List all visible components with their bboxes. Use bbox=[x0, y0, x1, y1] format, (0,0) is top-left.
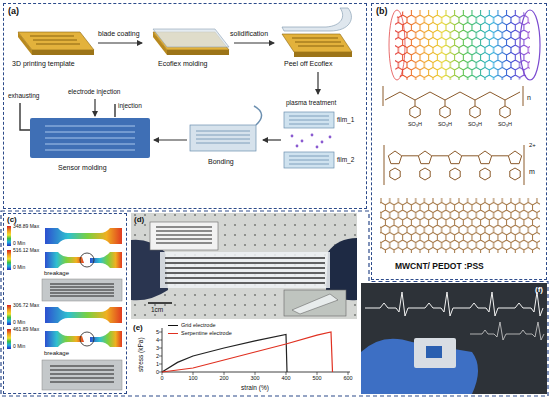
scale-value: 0 Min bbox=[13, 241, 25, 247]
panel-box: (e) bbox=[131, 322, 357, 394]
legend-text: Grid electrode bbox=[181, 322, 216, 328]
film-label: film_1 bbox=[337, 116, 354, 123]
panel-box: (b) bbox=[371, 3, 547, 280]
panel-letter: (b) bbox=[376, 6, 388, 16]
step-label: Ecoflex molding bbox=[158, 60, 207, 68]
panel-letter: (a) bbox=[8, 6, 19, 16]
chem-group: SO₃H bbox=[498, 121, 512, 127]
tick-label: 600 bbox=[343, 375, 352, 381]
scale-value: 306.72 Max bbox=[13, 303, 39, 309]
tick-label: 0 bbox=[156, 369, 159, 375]
scale-value: 348.89 Max bbox=[13, 224, 39, 230]
chem-group: SO₃H bbox=[408, 121, 422, 127]
chem-group: SO₃H bbox=[468, 121, 482, 127]
panel-letter: (f) bbox=[535, 285, 543, 294]
tick-label: 300 bbox=[250, 375, 259, 381]
scale-value: 516.12 Max bbox=[13, 248, 39, 254]
chem-group: SO₃H bbox=[438, 121, 452, 127]
tick-label: 4 bbox=[156, 337, 159, 343]
tick-label: 3 bbox=[156, 345, 159, 351]
legend-row: Serpentine electrode bbox=[168, 330, 232, 337]
film-label: film_2 bbox=[337, 156, 354, 163]
step-label: Bonding bbox=[208, 158, 234, 166]
panel-letter: (d) bbox=[134, 215, 144, 224]
tick-label: 200 bbox=[219, 375, 228, 381]
scale-value: 0 Min bbox=[13, 320, 25, 326]
tick-label: 100 bbox=[188, 375, 197, 381]
step-label: Peel off Ecoflex bbox=[284, 60, 333, 68]
scale-bar-label: 1cm bbox=[150, 306, 164, 313]
legend-line-sample bbox=[168, 333, 178, 334]
step-label: plasma treatment bbox=[286, 99, 336, 106]
panel-box: (d) bbox=[131, 213, 357, 319]
material-label: MWCNT/ PEDOT :PSS bbox=[395, 262, 484, 272]
scale-value: 0 Min bbox=[13, 344, 25, 350]
panel-letter: (e) bbox=[133, 323, 143, 332]
chem-index: m bbox=[529, 168, 535, 176]
axis-label: strain (%) bbox=[241, 384, 269, 391]
step-label: 3D printing template bbox=[12, 60, 75, 68]
step-label: electrode injection bbox=[68, 88, 120, 95]
axis-label: stress (kPa) bbox=[136, 338, 143, 373]
tick-label: 400 bbox=[281, 375, 290, 381]
panel-box: (f) bbox=[361, 283, 547, 394]
step-label: blade coating bbox=[98, 30, 140, 38]
legend-line-sample bbox=[168, 325, 178, 326]
tick-label: 2 bbox=[156, 353, 159, 359]
breakage-label: breakage bbox=[44, 350, 69, 357]
scale-value: 0 Min bbox=[13, 265, 25, 271]
step-label: injection bbox=[118, 102, 142, 109]
step-label: solidification bbox=[230, 30, 268, 38]
step-label: Sensor molding bbox=[58, 164, 107, 172]
tick-label: 500 bbox=[312, 375, 321, 381]
chem-charge: 2+ bbox=[529, 142, 536, 149]
tick-label: 0 bbox=[160, 375, 163, 381]
step-label: exhausting bbox=[8, 92, 39, 99]
tick-label: 5 bbox=[156, 329, 159, 335]
breakage-label: breakage bbox=[44, 270, 69, 277]
tick-label: 1 bbox=[156, 361, 159, 367]
legend-row: Grid electrode bbox=[168, 322, 216, 329]
panel-letter: (c) bbox=[7, 215, 17, 224]
legend-text: Serpentine electrode bbox=[181, 330, 232, 336]
chem-index: n bbox=[527, 94, 531, 102]
scale-value: 461.89 Max bbox=[13, 327, 39, 333]
